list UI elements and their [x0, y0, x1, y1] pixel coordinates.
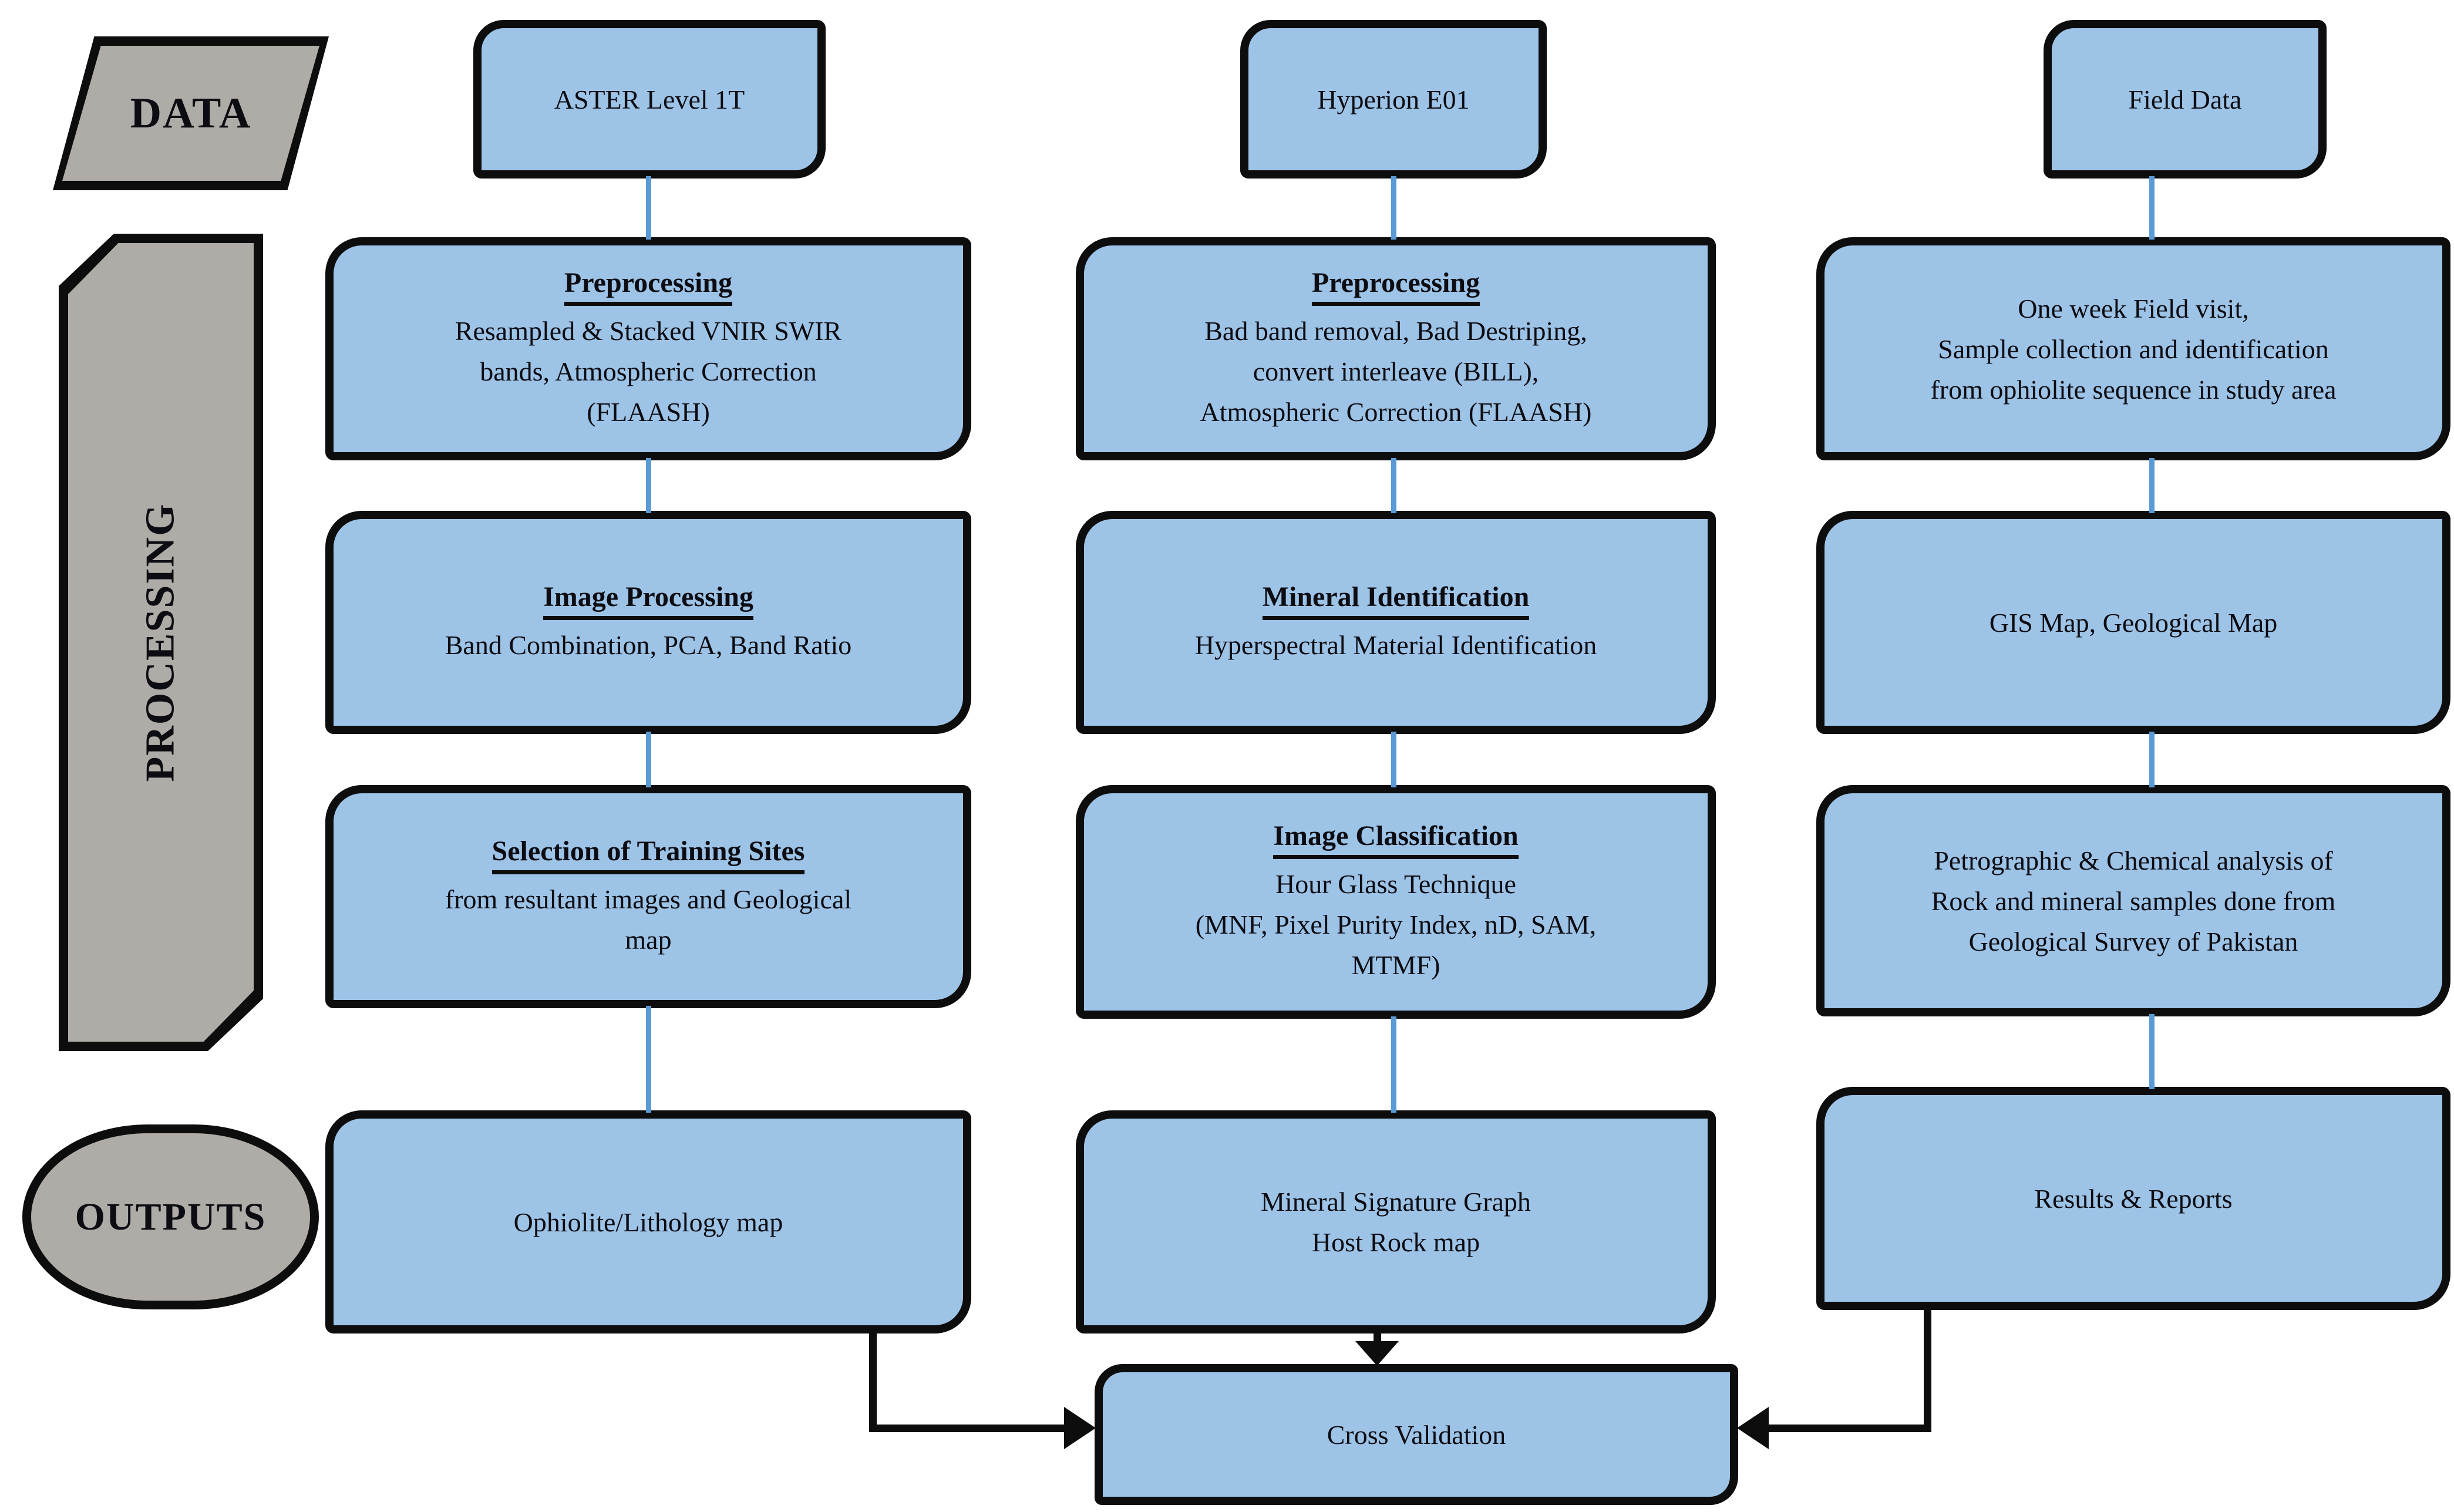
arrow-left-vertical [869, 1331, 877, 1432]
box-aster-image-processing-title: Image Processing [543, 580, 753, 620]
box-aster-image-processing: Image Processing Band Combination, PCA, … [325, 511, 971, 734]
cross-validation-box: Cross Validation [1095, 1364, 1738, 1505]
processing-label-shape: PROCESSING [59, 234, 263, 1051]
header-box-hyperion: Hyperion E01 [1240, 20, 1547, 179]
cross-validation-label: Cross Validation [1327, 1419, 1506, 1450]
arrowhead-down [1355, 1341, 1399, 1366]
connector-field-3 [2149, 732, 2155, 787]
box-hyperion-preprocessing-title: Preprocessing [1311, 265, 1480, 306]
box-hyperion-image-classification-body: Hour Glass Technique (MNF, Pixel Purity … [1195, 869, 1597, 980]
box-hyperion-mineral-identification-title: Mineral Identification [1262, 580, 1530, 620]
arrow-left-horizontal [869, 1425, 1065, 1432]
header-label-aster: ASTER Level 1T [554, 84, 745, 115]
arrowhead-left [1737, 1407, 1769, 1449]
box-aster-training-sites: Selection of Training Sites from resulta… [325, 785, 971, 1008]
box-petrographic-analysis-body: Petrographic & Chemical analysis of Rock… [1931, 845, 2336, 957]
box-hyperion-image-classification: Image Classification Hour Glass Techniqu… [1076, 785, 1716, 1019]
connector-field-4 [2149, 1014, 2155, 1089]
outputs-label: OUTPUTS [75, 1195, 267, 1238]
connector-hyperion-2 [1391, 458, 1396, 513]
box-hyperion-preprocessing-body: Bad band removal, Bad Destriping, conver… [1200, 316, 1592, 427]
box-petrographic-analysis: Petrographic & Chemical analysis of Rock… [1816, 785, 2450, 1016]
output-box-results-reports: Results & Reports [1816, 1087, 2450, 1310]
header-box-field-data: Field Data [2044, 20, 2327, 179]
output-box-results-reports-label: Results & Reports [2034, 1183, 2233, 1214]
arrow-right-horizontal [1768, 1425, 1931, 1432]
box-gis-map-body: GIS Map, Geological Map [1989, 607, 2278, 638]
box-hyperion-image-classification-title: Image Classification [1273, 819, 1519, 859]
box-aster-preprocessing: Preprocessing Resampled & Stacked VNIR S… [325, 237, 971, 460]
data-label: DATA [130, 89, 252, 137]
connector-hyperion-4 [1391, 1016, 1396, 1113]
arrow-right-vertical [1924, 1309, 1931, 1432]
output-box-ophiolite-map-label: Ophiolite/Lithology map [513, 1207, 783, 1237]
box-field-visit: One week Field visit, Sample collection … [1816, 237, 2450, 460]
header-label-field-data: Field Data [2128, 84, 2242, 115]
box-hyperion-preprocessing: Preprocessing Bad band removal, Bad Dest… [1076, 237, 1716, 460]
box-hyperion-mineral-identification: Mineral Identification Hyperspectral Mat… [1076, 511, 1716, 734]
connector-hyperion-3 [1391, 732, 1396, 787]
box-aster-preprocessing-title: Preprocessing [564, 265, 733, 306]
connector-field-1 [2149, 176, 2155, 240]
box-aster-training-sites-title: Selection of Training Sites [492, 834, 805, 874]
connector-aster-2 [646, 458, 651, 513]
box-aster-training-sites-body: from resultant images and Geological map [445, 884, 852, 955]
arrowhead-right [1064, 1407, 1096, 1449]
box-aster-preprocessing-body: Resampled & Stacked VNIR SWIR bands, Atm… [455, 316, 842, 427]
connector-field-2 [2149, 458, 2155, 513]
output-box-mineral-signature-label: Mineral Signature Graph Host Rock map [1261, 1187, 1531, 1257]
connector-aster-4 [646, 1006, 651, 1113]
connector-hyperion-1 [1391, 176, 1396, 240]
output-box-mineral-signature: Mineral Signature Graph Host Rock map [1076, 1110, 1716, 1333]
header-label-hyperion: Hyperion E01 [1317, 84, 1470, 115]
processing-label: PROCESSING [138, 503, 184, 782]
box-aster-image-processing-body: Band Combination, PCA, Band Ratio [445, 630, 852, 660]
connector-aster-3 [646, 732, 651, 787]
connector-aster-1 [646, 176, 651, 240]
output-box-ophiolite-map: Ophiolite/Lithology map [325, 1110, 971, 1333]
box-hyperion-mineral-identification-body: Hyperspectral Material Identification [1194, 630, 1597, 660]
box-gis-map: GIS Map, Geological Map [1816, 511, 2450, 734]
outputs-label-shape: OUTPUTS [22, 1124, 319, 1309]
data-label-shape: DATA [53, 36, 329, 190]
header-box-aster: ASTER Level 1T [473, 20, 826, 179]
box-field-visit-body: One week Field visit, Sample collection … [1930, 293, 2337, 405]
